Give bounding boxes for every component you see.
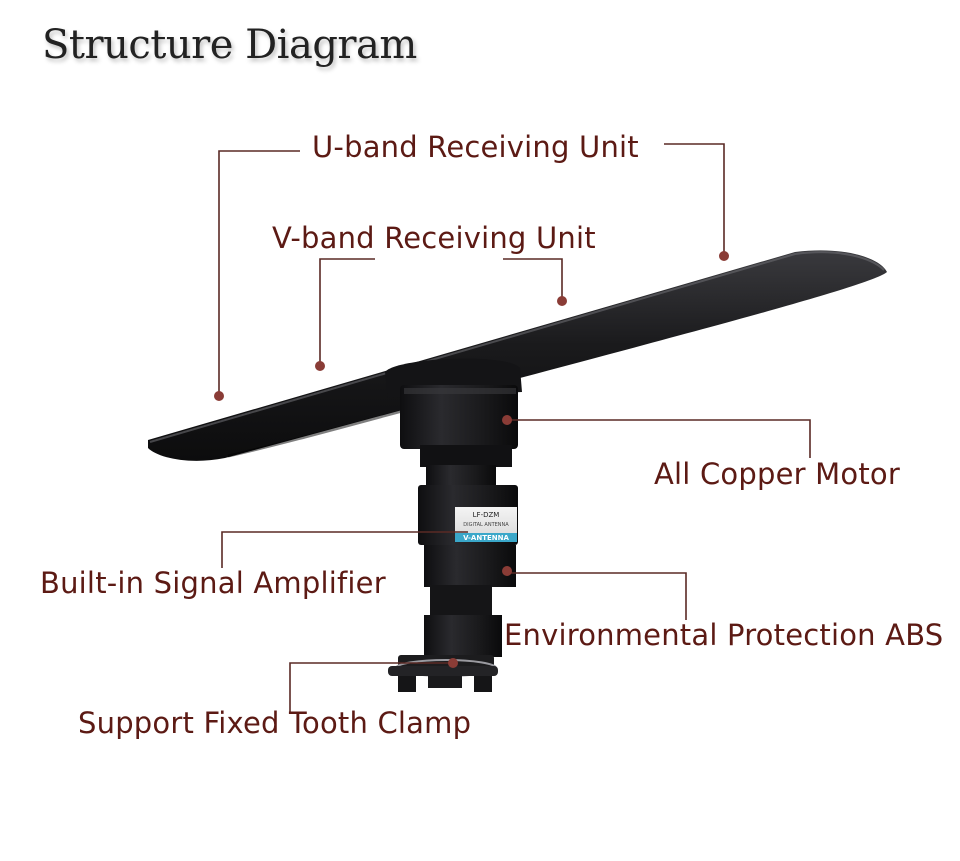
label-environmental-protection-abs: Environmental Protection ABS [504, 618, 944, 652]
sticker-band: V-ANTENNA [463, 534, 509, 542]
u-band-dot-right [719, 251, 729, 261]
v-band-dot-right [557, 296, 567, 306]
motor-dot [502, 415, 512, 425]
abs-dot [502, 566, 512, 576]
motor-leader [507, 419, 811, 458]
motor-housing [385, 358, 522, 485]
tooth-clamp [388, 655, 498, 692]
label-built-in-signal-amplifier: Built-in Signal Amplifier [40, 566, 386, 600]
amplifier-block: LF-DZM DIGITAL ANTENNA V-ANTENNA [418, 485, 518, 545]
callout-dots [214, 251, 729, 668]
label-all-copper-motor: All Copper Motor [654, 457, 900, 491]
abs-leader [507, 572, 687, 620]
label-u-band-receiving-unit: U-band Receiving Unit [312, 130, 639, 164]
page-title: Structure Diagram [42, 22, 417, 68]
v-band-leader-right [503, 258, 563, 300]
sticker-subtitle: DIGITAL ANTENNA [463, 522, 509, 528]
v-band-leader-left [319, 258, 375, 365]
clamp-dot [448, 658, 458, 668]
abs-body [424, 545, 516, 657]
clamp-leader [289, 662, 453, 712]
sticker-model: LF-DZM [473, 511, 500, 519]
u-band-leader-right [664, 143, 725, 255]
amplifier-leader [221, 531, 468, 568]
u-band-leader-left [218, 150, 300, 395]
u-band-dot-left [214, 391, 224, 401]
leader-lines [218, 143, 811, 712]
label-v-band-receiving-unit: V-band Receiving Unit [272, 221, 596, 255]
v-band-dot-left [315, 361, 325, 371]
label-support-fixed-tooth-clamp: Support Fixed Tooth Clamp [78, 706, 472, 740]
